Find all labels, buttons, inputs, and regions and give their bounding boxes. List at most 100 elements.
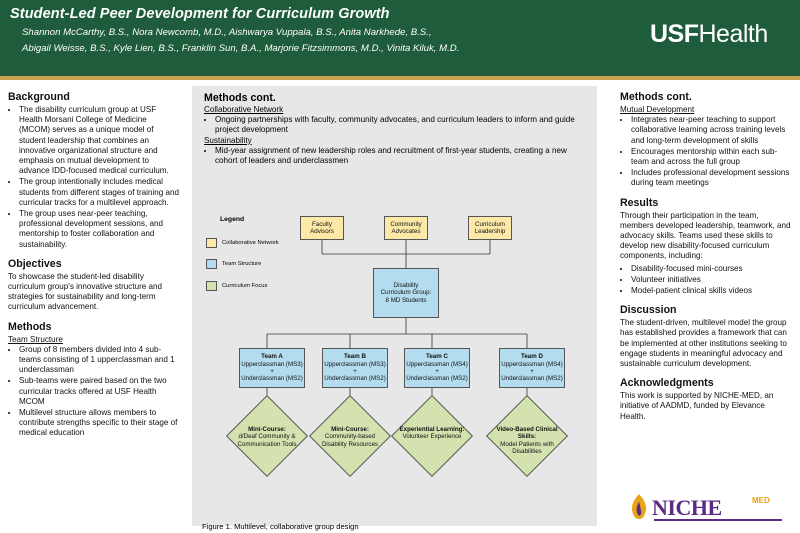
core-line-1: Disability	[393, 281, 419, 289]
focus-desc: d/Deaf Community & Communication Tools	[237, 433, 297, 448]
methods-cont-right: Methods cont. Mutual Development Integra…	[620, 91, 792, 189]
niche-flame-icon	[631, 494, 647, 519]
gold-divider	[0, 76, 800, 80]
list-item: The group uses near-peer teaching, profe…	[19, 209, 180, 250]
core-group-box: Disability Curriculum Group: 8 MD Studen…	[373, 268, 439, 318]
list-item: Integrates near-peer teaching to support…	[631, 115, 792, 146]
team-plus: +	[530, 368, 534, 375]
left-column: Background The disability curriculum gro…	[8, 91, 180, 447]
team-b-box: Team B Upperclassman (MS3) + Underclassm…	[322, 348, 388, 388]
team-structure-subheading: Team Structure	[8, 334, 63, 344]
right-methods-heading: Methods cont.	[620, 91, 692, 103]
focus-desc: Community-based Disability Resources	[321, 433, 379, 448]
sustainability-subheading: Sustainability	[204, 135, 252, 145]
niche-underline	[654, 519, 782, 521]
center-methods-heading: Methods cont.	[204, 92, 276, 104]
team-plus: +	[270, 368, 274, 375]
focus-text-b: Mini-Course:Community-based Disability R…	[317, 426, 383, 448]
center-panel: Methods cont. Collaborative Network Ongo…	[192, 86, 597, 531]
ack-heading: Acknowledgments	[620, 377, 714, 390]
mutual-development-subheading: Mutual Development	[620, 105, 695, 114]
niche-wordmark: NICHE	[652, 495, 722, 520]
legend-swatch-collab	[206, 238, 217, 248]
list-item: Mid-year assignment of new leadership ro…	[215, 146, 589, 166]
team-upper: Upperclassman (MS4)	[501, 360, 563, 368]
legend-swatch-team	[206, 259, 217, 269]
objectives-section: Objectives To showcase the student-led d…	[8, 258, 180, 313]
list-item: The disability curriculum group at USF H…	[19, 105, 180, 176]
background-section: Background The disability curriculum gro…	[8, 91, 180, 250]
methods-heading: Methods	[8, 320, 52, 333]
curriculum-leadership-box: Curriculum Leadership	[468, 216, 512, 240]
focus-desc: Volunteer Experience	[402, 433, 462, 441]
discussion-text: The student-driven, multilevel model the…	[620, 318, 787, 369]
logo-usf: USF	[650, 20, 699, 48]
list-item: Ongoing partnerships with faculty, commu…	[215, 115, 589, 135]
methods-cont-center: Methods cont. Collaborative Network Ongo…	[204, 92, 589, 166]
header-banner: Student-Led Peer Development for Curricu…	[0, 0, 800, 76]
niche-med-logo: NICHE MED	[626, 492, 786, 524]
ack-text: This work is supported by NICHE-MED, an …	[620, 391, 774, 421]
legend-label-focus: Curriculum Focus	[222, 283, 268, 289]
legend-label-team: Team Structure	[222, 261, 262, 267]
team-lower: Underclassman (MS2)	[324, 375, 386, 383]
list-item: The group intentionally includes medical…	[19, 177, 180, 208]
core-line-2: Curriculum Group:	[380, 289, 432, 297]
collab-list: Ongoing partnerships with faculty, commu…	[204, 115, 589, 135]
team-upper: Upperclassman (MS3)	[241, 360, 303, 368]
logo-health: Health	[698, 20, 769, 48]
focus-title: Video-Based Clinical Skills:	[496, 426, 558, 441]
team-upper: Upperclassman (MS3)	[324, 360, 386, 368]
list-item: Sub-teams were paired based on the two c…	[19, 376, 180, 407]
list-item: Group of 8 members divided into 4 sub-te…	[19, 345, 180, 376]
discussion-heading: Discussion	[620, 304, 677, 317]
list-item: Includes professional development sessio…	[631, 168, 792, 188]
background-list: The disability curriculum group at USF H…	[8, 105, 180, 250]
background-heading: Background	[8, 91, 70, 103]
methods-section: Methods Team Structure Group of 8 member…	[8, 321, 180, 439]
legend-swatch-focus	[206, 281, 217, 291]
team-plus: +	[353, 368, 357, 375]
team-name: Team D	[521, 353, 543, 361]
team-a-box: Team A Upperclassman (MS3) + Underclassm…	[239, 348, 305, 388]
team-lower: Underclassman (MS2)	[501, 375, 563, 383]
right-column: Methods cont. Mutual Development Integra…	[620, 91, 792, 430]
legend-title: Legend	[220, 216, 245, 223]
results-section: Results Through their participation in t…	[620, 197, 792, 297]
faculty-advisors-box: Faculty Advisors	[300, 216, 344, 240]
results-heading: Results	[620, 196, 659, 209]
team-name: Team B	[344, 353, 366, 361]
team-name: Team C	[426, 353, 448, 361]
list-item: Multilevel structure allows members to c…	[19, 408, 180, 439]
focus-desc: Model Patients with Disabilities	[500, 440, 554, 456]
collab-network-subheading: Collaborative Network	[204, 105, 284, 114]
team-c-box: Team C Upperclassman (MS4) + Underclassm…	[404, 348, 470, 388]
results-list: Disability-focused mini-courses Voluntee…	[620, 264, 792, 297]
objectives-heading: Objectives	[8, 257, 62, 270]
legend-label-collab: Collaborative Network	[222, 240, 279, 246]
focus-text-a: Mini-Course:d/Deaf Community & Communica…	[234, 426, 300, 448]
focus-title: Mini-Course:	[248, 426, 286, 433]
sustainability-list: Mid-year assignment of new leadership ro…	[204, 146, 589, 166]
discussion-section: Discussion The student-driven, multileve…	[620, 304, 792, 369]
focus-text-c: Experiential Learning:Volunteer Experien…	[399, 426, 465, 441]
focus-title: Mini-Course:	[331, 426, 369, 433]
focus-text-d: Video-Based Clinical Skills:Model Patien…	[494, 426, 560, 456]
team-name: Team A	[261, 353, 283, 361]
core-line-3: 8 MD Students	[385, 296, 427, 304]
team-lower: Underclassman (MS2)	[406, 375, 468, 383]
list-item: Volunteer initiatives	[631, 275, 792, 285]
usf-health-logo: USFHealth	[650, 20, 768, 49]
list-item: Encourages mentorship within each sub-te…	[631, 147, 792, 167]
niche-med-sup: MED	[752, 496, 770, 505]
figure-caption: Figure 1. Multilevel, collaborative grou…	[202, 522, 359, 531]
team-upper: Upperclassman (MS4)	[406, 360, 468, 368]
methods-list: Group of 8 members divided into 4 sub-te…	[8, 345, 180, 439]
results-text: Through their participation in the team,…	[620, 210, 791, 261]
list-item: Model-patient clinical skills videos	[631, 286, 792, 296]
author-list: Shannon McCarthy, B.S., Nora Newcomb, M.…	[22, 27, 460, 54]
list-item: Disability-focused mini-courses	[631, 264, 792, 274]
community-advocates-box: Community Advocates	[384, 216, 428, 240]
poster-title: Student-Led Peer Development for Curricu…	[10, 6, 390, 22]
acknowledgments-section: Acknowledgments This work is supported b…	[620, 377, 792, 422]
